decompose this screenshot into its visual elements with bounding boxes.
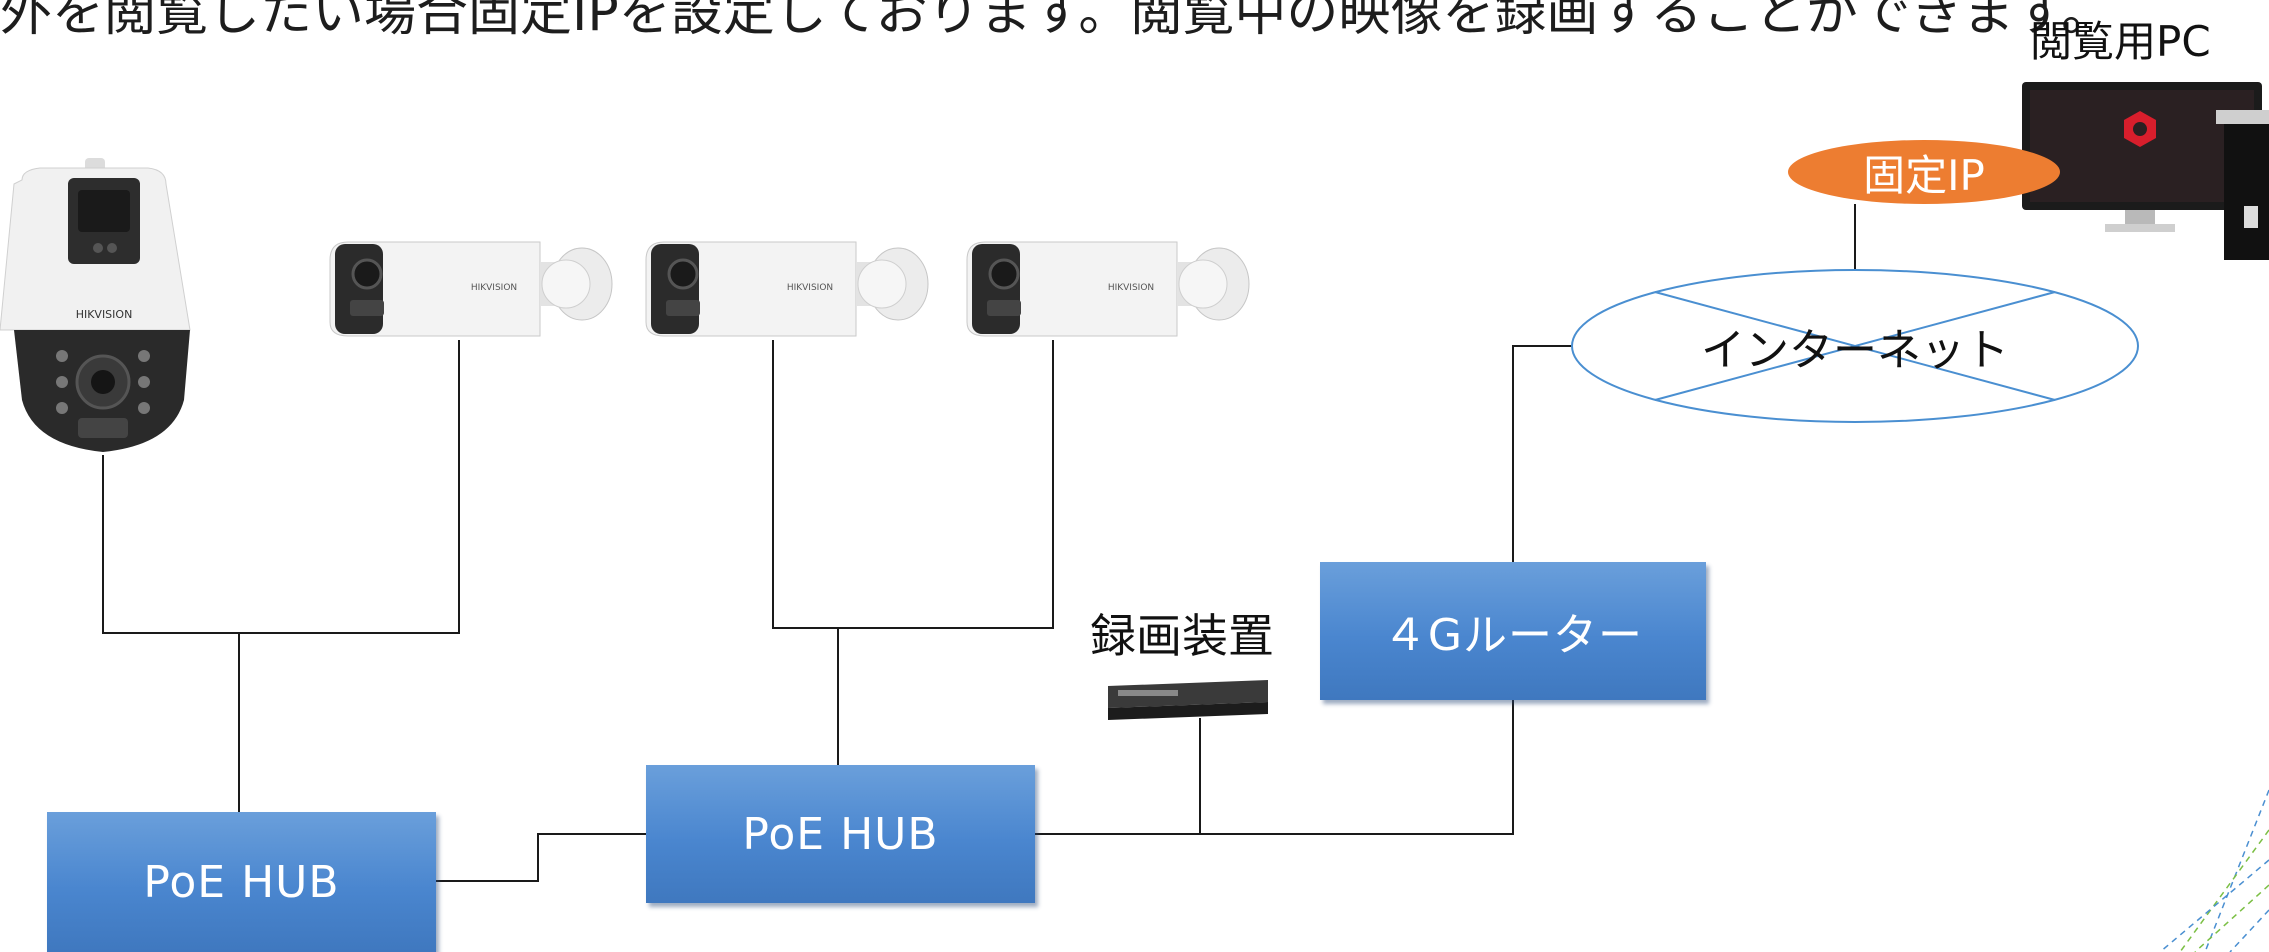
poe-hub-left-label: PoE HUB: [143, 856, 340, 908]
line-bullet-camera-3: [838, 340, 1054, 629]
ptz-brand-text: HIKVISION: [76, 308, 133, 321]
decorative-dashed-lines: [2159, 789, 2269, 952]
poe-hub-center-label: PoE HUB: [742, 808, 939, 860]
internet-label-wrap: インターネット: [1572, 312, 2138, 380]
static-ip-badge: 固定IP: [1788, 140, 2060, 204]
line-hub-to-router: [1035, 700, 1514, 835]
line-ptz-camera: [102, 455, 239, 634]
recorder-label: 録画装置: [1090, 609, 1274, 663]
viewer-pc-icon: [2022, 82, 2269, 260]
connection-lines: [102, 204, 1856, 882]
poe-hub-left-box: PoE HUB: [47, 812, 436, 952]
line-router-to-internet: [1512, 345, 1572, 562]
internet-label: インターネット: [1701, 325, 2009, 376]
poe-hub-center-box: PoE HUB: [646, 765, 1035, 903]
4g-router-label: ４Gルーター: [1382, 610, 1644, 661]
line-bullet-camera-1: [239, 340, 460, 634]
line-hub-to-hub: [436, 833, 646, 882]
viewer-pc-label: 閲覧用PC: [2030, 17, 2211, 66]
4g-router-box: ４Gルーター: [1320, 562, 1706, 700]
ptz-camera: HIKVISION: [0, 158, 191, 452]
internet-cloud: [1571, 269, 2139, 423]
bullet-2-brand: HIKVISION: [787, 283, 833, 293]
bullet-camera-1: HIKVISION: [329, 241, 613, 337]
top-caption: 外を閲覧したい場合固定IPを設定しております。閲覧中の映像を録画することができま…: [0, 0, 2114, 43]
static-ip-label: 固定IP: [1863, 150, 1985, 200]
bullet-camera-2: HIKVISION: [645, 241, 929, 337]
bullet-1-brand: HIKVISION: [471, 283, 517, 293]
recorder-device-icon: [1108, 680, 1268, 720]
bullet-camera-3: HIKVISION: [966, 241, 1250, 337]
bullet-3-brand: HIKVISION: [1108, 283, 1154, 293]
line-bullet-camera-2: [772, 340, 838, 629]
